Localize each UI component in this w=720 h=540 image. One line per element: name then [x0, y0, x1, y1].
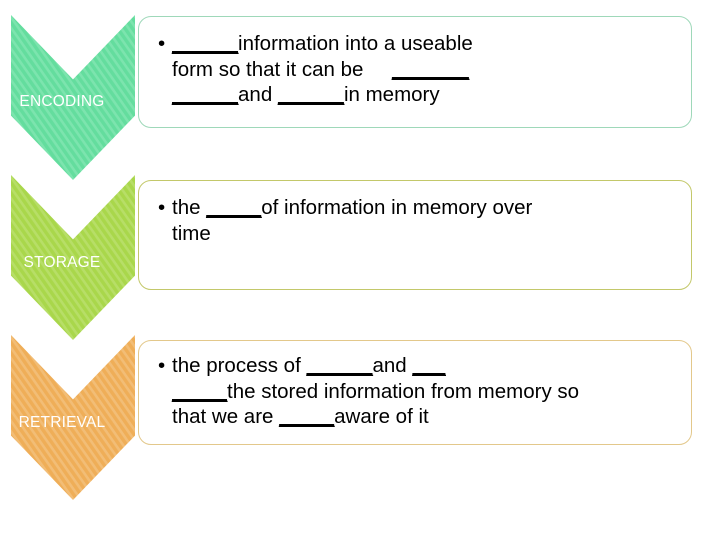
blank-storage-1: _____ [206, 196, 262, 219]
blank-encoding-1: ______ [172, 32, 239, 55]
chevron-label-storage: STORAGE [23, 254, 101, 271]
blank-encoding-3: ______ [172, 83, 239, 106]
blank-retrieval-4: _____ [279, 405, 335, 428]
text-box-retrieval[interactable]: • the process of ______and ___ _____the … [138, 340, 692, 445]
chevron-label-encoding: ENCODING [19, 93, 105, 110]
bullet-paragraph-retrieval: • the process of ______and ___ _____the … [158, 353, 679, 430]
text-box-encoding[interactable]: • ______information into a useable form … [138, 16, 692, 128]
text-box-storage[interactable]: • the _____of information in memory over… [138, 180, 692, 290]
bullet-text-storage-line-2: time [172, 221, 211, 245]
blank-retrieval-1: ______ [306, 354, 373, 377]
blank-encoding-2: _______ [391, 57, 469, 81]
bullet-text-retrieval-line-3: that we are _____aware of it [172, 405, 429, 428]
bullet-glyph-storage: • [158, 196, 166, 219]
bullet-glyph-encoding: • [158, 32, 166, 55]
blank-retrieval-2: ___ [412, 354, 446, 377]
bullet-paragraph-storage: • the _____of information in memory over… [158, 195, 679, 246]
bullet-glyph-retrieval: • [158, 354, 166, 377]
blank-encoding-4: ______ [277, 83, 344, 106]
bullet-text-retrieval-line-2: _____the stored information from memory … [172, 379, 580, 403]
blank-retrieval-3: _____ [172, 379, 228, 403]
bullet-paragraph-encoding: • ______information into a useable form … [158, 31, 679, 108]
bullet-text-storage-line-1: the _____of information in memory over [172, 196, 533, 219]
bullet-text-retrieval-line-1: the process of ______and ___ [172, 354, 446, 377]
bullet-text-encoding-line-3: ______and ______in memory [172, 83, 440, 106]
bullet-text-encoding-line-2: form so that it can be _______ [172, 57, 469, 81]
chevron-label-retrieval: RETRIEVAL [18, 414, 106, 431]
bullet-text-encoding-line-1: ______information into a useable [172, 32, 473, 55]
